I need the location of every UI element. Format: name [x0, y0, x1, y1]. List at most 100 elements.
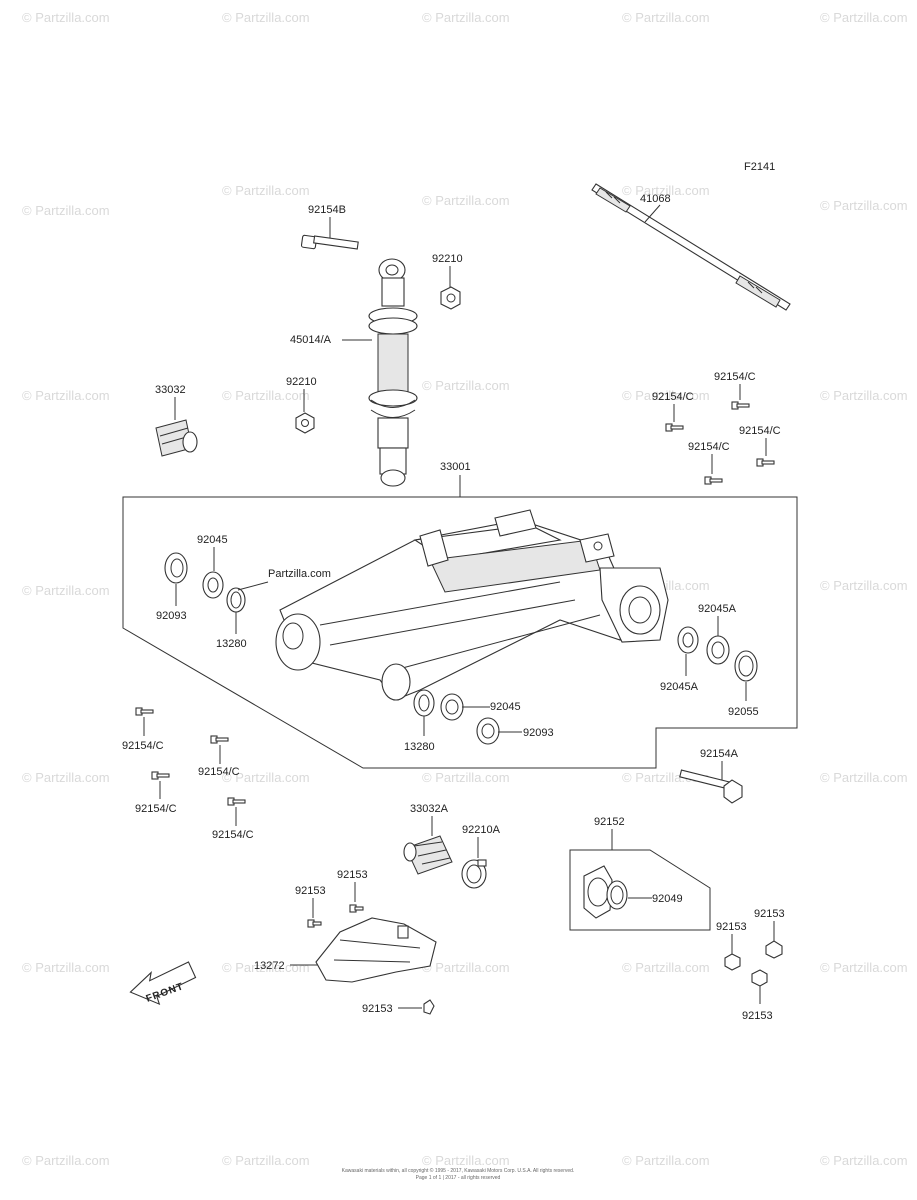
swing-arm-33001[interactable] [275, 509, 669, 701]
part-label-92045-left[interactable]: 92045 [197, 534, 228, 546]
bolt-92154b[interactable] [300, 234, 359, 250]
part-label-92154c-3[interactable]: 92154/C [739, 425, 781, 437]
part-label-45014a[interactable]: 45014/A [290, 334, 332, 346]
part-label-92154c-6[interactable]: 92154/C [198, 766, 240, 778]
bolt-92153-a[interactable] [307, 919, 322, 928]
watermark: © Partzilla.com [820, 578, 908, 593]
cover-13272[interactable] [315, 917, 437, 983]
boot-33032[interactable] [155, 419, 198, 457]
part-label-92093-left[interactable]: 92093 [156, 610, 187, 622]
part-label-92049[interactable]: 92049 [652, 893, 683, 905]
bearing-92045-mid[interactable] [440, 693, 464, 721]
boot-33032a[interactable] [403, 835, 453, 875]
shock-absorber-45014a[interactable] [368, 258, 418, 487]
bolt-92154c-8[interactable] [227, 797, 246, 806]
watermark: © Partzilla.com [622, 183, 710, 198]
bolt-92153-e[interactable] [724, 953, 741, 971]
part-label-92153-a[interactable]: 92153 [295, 885, 326, 897]
bolt-92153-b[interactable] [349, 904, 364, 913]
clamp-92210a[interactable] [461, 859, 487, 889]
part-label-92210a[interactable]: 92210A [462, 824, 501, 836]
part-label-33032a[interactable]: 33032A [410, 803, 449, 815]
watermark: © Partzilla.com [22, 203, 110, 218]
part-label-92045a-low[interactable]: 92045A [660, 681, 699, 693]
watermark-layer: © Partzilla.com © Partzilla.com © Partzi… [22, 10, 908, 1168]
part-label-92153-c[interactable]: 92153 [362, 1003, 393, 1015]
part-label-13280-left[interactable]: 13280 [216, 638, 247, 650]
part-label-92154c-5[interactable]: 92154/C [122, 740, 164, 752]
watermark: © Partzilla.com [622, 388, 710, 403]
part-label-41068[interactable]: 41068 [640, 193, 671, 205]
watermark: © Partzilla.com [820, 198, 908, 213]
bolt-92154a[interactable] [679, 769, 743, 804]
part-label-13272[interactable]: 13272 [254, 960, 285, 972]
seal-92093-left[interactable] [164, 552, 188, 584]
watermark: © Partzilla.com [222, 388, 310, 403]
watermark: © Partzilla.com [820, 770, 908, 785]
part-label-33001[interactable]: 33001 [440, 461, 471, 473]
bearing-92045-left[interactable] [202, 571, 224, 599]
leader-line [237, 581, 269, 591]
part-label-92154c-8[interactable]: 92154/C [212, 829, 254, 841]
seal-92049[interactable] [606, 880, 628, 910]
seal-92055[interactable] [734, 650, 758, 682]
part-label-92153-d[interactable]: 92153 [754, 908, 785, 920]
bolt-92154c-4[interactable] [704, 476, 723, 485]
leader-line [644, 204, 661, 223]
watermark: © Partzilla.com [820, 10, 908, 25]
bolt-92153-f[interactable] [751, 969, 768, 987]
swing-arm-group-outline [122, 496, 798, 769]
callout-watermark: Partzilla.com [268, 568, 331, 580]
watermark: © Partzilla.com [22, 388, 110, 403]
watermark: © Partzilla.com [820, 960, 908, 975]
part-label-92154c-1[interactable]: 92154/C [714, 371, 756, 383]
seal-92093-mid[interactable] [476, 717, 500, 745]
part-label-92055[interactable]: 92055 [728, 706, 759, 718]
part-label-92152[interactable]: 92152 [594, 816, 625, 828]
part-label-92210-top[interactable]: 92210 [432, 253, 463, 265]
part-label-92210-mid[interactable]: 92210 [286, 376, 317, 388]
bolt-92154c-3[interactable] [756, 458, 775, 467]
watermark: © Partzilla.com [622, 10, 710, 25]
bearing-92045a-inner[interactable] [677, 626, 699, 654]
watermark: © Partzilla.com [22, 770, 110, 785]
diagram-code: F2141 [744, 161, 775, 173]
watermark: © Partzilla.com [422, 770, 510, 785]
bolt-92154c-2[interactable] [665, 423, 684, 432]
housing-92152[interactable] [583, 865, 613, 919]
bolt-92153-d[interactable] [765, 940, 783, 959]
nut-92210-mid[interactable] [295, 412, 315, 434]
part-label-92093-mid[interactable]: 92093 [523, 727, 554, 739]
part-label-33032[interactable]: 33032 [155, 384, 186, 396]
part-label-92153-b[interactable]: 92153 [337, 869, 368, 881]
bolt-92154c-1[interactable] [731, 401, 750, 410]
watermark: © Partzilla.com [820, 388, 908, 403]
part-label-92154b[interactable]: 92154B [308, 204, 346, 216]
bolt-92154c-5[interactable] [135, 707, 154, 716]
bolt-92153-c[interactable] [423, 999, 435, 1015]
watermark: © Partzilla.com [422, 960, 510, 975]
drive-shaft-41068[interactable] [591, 183, 791, 311]
bearing-92045a-outer[interactable] [706, 635, 730, 665]
watermark: © Partzilla.com [22, 1153, 110, 1168]
watermark: © Partzilla.com [222, 960, 310, 975]
footer-copyright: Kawasaki materials within, all copyright… [342, 1167, 575, 1174]
part-label-13280-mid[interactable]: 13280 [404, 741, 435, 753]
part-label-92045-mid[interactable]: 92045 [490, 701, 521, 713]
watermark: © Partzilla.com [22, 583, 110, 598]
circlip-13280-mid[interactable] [413, 689, 435, 717]
part-label-92153-e[interactable]: 92153 [716, 921, 747, 933]
part-label-92045a-right[interactable]: 92045A [698, 603, 737, 615]
bolt-92154c-6[interactable] [210, 735, 229, 744]
nut-92210-top[interactable] [440, 286, 461, 310]
part-label-92153-f[interactable]: 92153 [742, 1010, 773, 1022]
part-label-92154a[interactable]: 92154A [700, 748, 739, 760]
watermark: © Partzilla.com [422, 193, 510, 208]
part-label-92154c-4[interactable]: 92154/C [688, 441, 730, 453]
part-label-92154c-2[interactable]: 92154/C [652, 391, 694, 403]
watermark: © Partzilla.com [22, 960, 110, 975]
part-label-92154c-7[interactable]: 92154/C [135, 803, 177, 815]
bolt-92154c-7[interactable] [151, 771, 170, 780]
circlip-13280-left[interactable] [226, 587, 246, 613]
